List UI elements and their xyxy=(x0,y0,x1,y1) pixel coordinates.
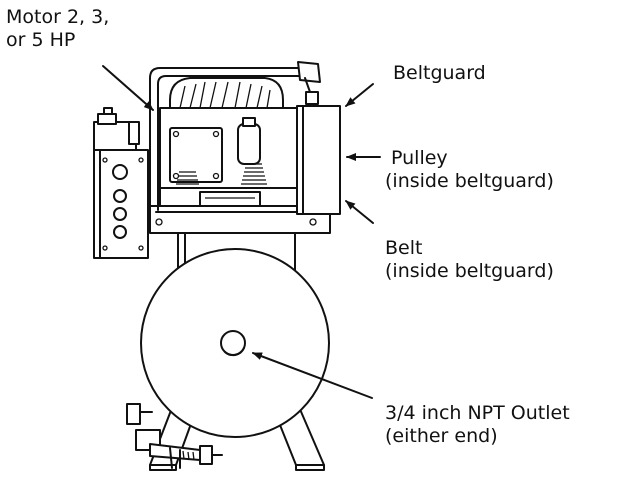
motor-label: Motor 2, 3, or 5 HP xyxy=(6,6,109,52)
electrical-enclosure xyxy=(93,107,149,259)
pulley-label-line2: (inside beltguard) xyxy=(385,170,554,192)
discharge-tube xyxy=(149,61,321,211)
belt-label-line1: Belt xyxy=(385,237,423,259)
belt-arrow xyxy=(345,200,374,224)
beltguard-arrow xyxy=(345,83,374,107)
outlet-label-line2: (either end) xyxy=(385,425,498,447)
pulley-label: Pulley (inside beltguard) xyxy=(385,147,554,193)
beltguard-label: Beltguard xyxy=(393,62,486,85)
motor-arrow xyxy=(102,65,154,111)
belt-label-line2: (inside beltguard) xyxy=(385,260,554,282)
motor-label-line1: Motor 2, 3, xyxy=(6,6,110,28)
cooling-fan xyxy=(169,77,284,111)
beltguard-label-text: Beltguard xyxy=(393,62,486,84)
motor-housing xyxy=(159,107,298,207)
callout-arrows xyxy=(102,65,381,399)
belt-label: Belt (inside beltguard) xyxy=(385,237,554,283)
outlet-label: 3/4 inch NPT Outlet (either end) xyxy=(385,402,570,448)
beltguard xyxy=(296,105,341,215)
outlet-arrow xyxy=(252,352,373,399)
motor-label-line2: or 5 HP xyxy=(6,29,76,51)
air-tank xyxy=(140,248,330,438)
pulley-label-line1: Pulley xyxy=(391,147,448,169)
drain-valve xyxy=(126,403,223,469)
outlet-label-line1: 3/4 inch NPT Outlet xyxy=(385,402,570,424)
